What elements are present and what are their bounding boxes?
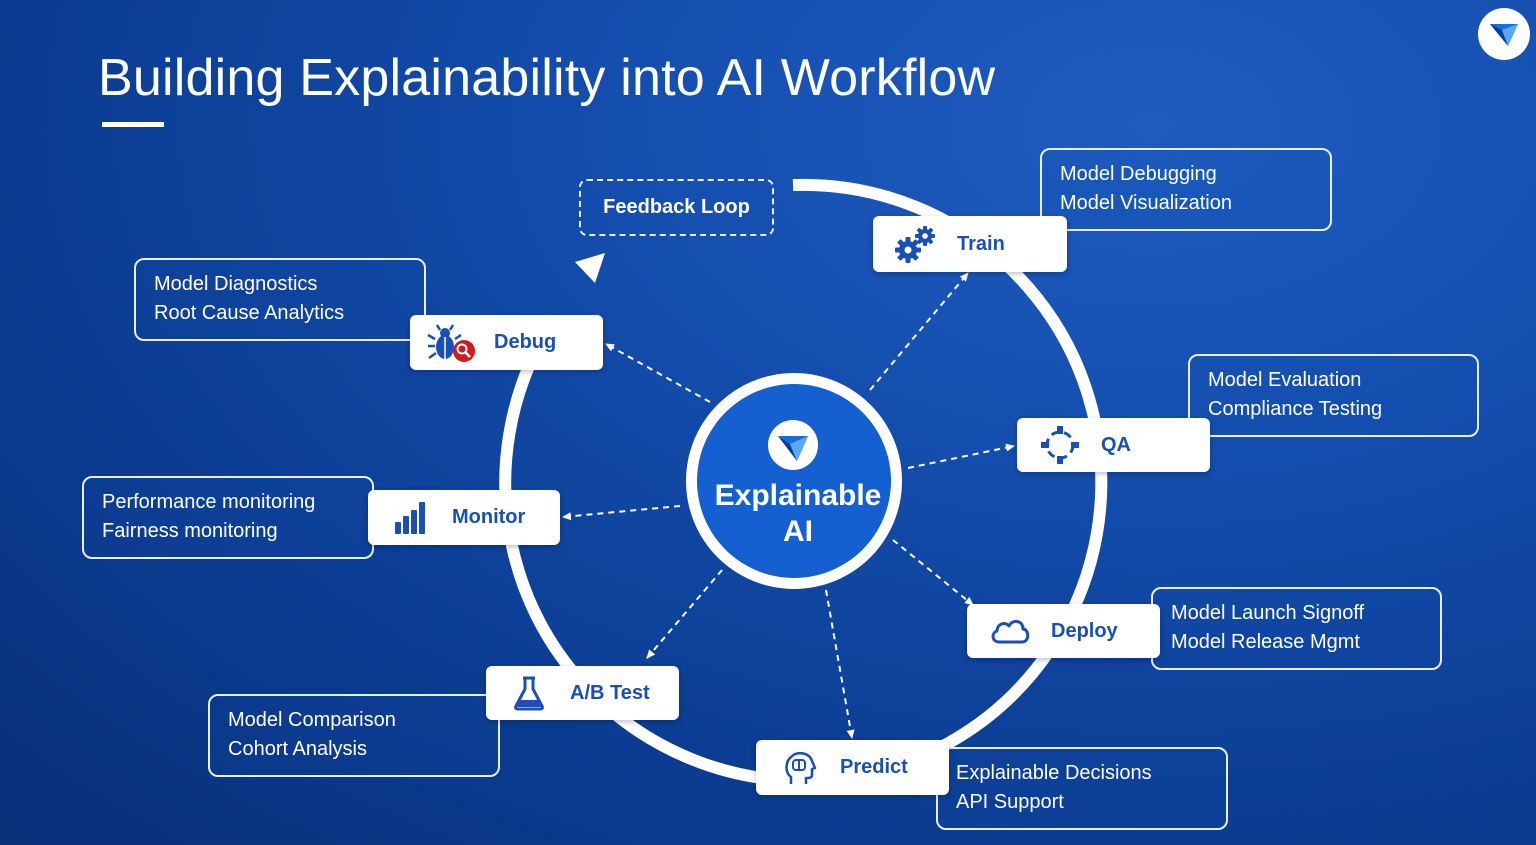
train-desc-line1: Model Debugging bbox=[1060, 163, 1217, 185]
qa-desc-line1: Model Evaluation bbox=[1208, 369, 1362, 391]
stage-qa[interactable]: QA bbox=[1017, 418, 1210, 472]
gears-icon bbox=[889, 224, 943, 264]
flask-icon bbox=[502, 673, 556, 713]
center-logo-icon bbox=[768, 420, 818, 470]
debug-desc-line2: Root Cause Analytics bbox=[154, 302, 345, 324]
logo-mark-icon bbox=[1490, 24, 1518, 46]
train-desc-line2: Model Visualization bbox=[1060, 192, 1232, 214]
stage-train[interactable]: Train bbox=[873, 216, 1067, 272]
cycle-arrowhead bbox=[575, 253, 605, 283]
debug-desc-line1: Model Diagnostics bbox=[154, 273, 318, 295]
spoke-qa bbox=[907, 443, 1015, 469]
bug-search-icon bbox=[426, 323, 480, 363]
stage-monitor[interactable]: Monitor bbox=[368, 490, 560, 545]
stage-monitor-label: Monitor bbox=[452, 506, 526, 528]
stage-qa-label: QA bbox=[1101, 433, 1131, 456]
stage-train-label: Train bbox=[957, 232, 1005, 255]
debug-description: Model Diagnostics Root Cause Analytics bbox=[134, 258, 426, 341]
predict-desc-line1: Explainable Decisions bbox=[956, 762, 1152, 784]
deploy-desc-line1: Model Launch Signoff bbox=[1171, 602, 1365, 624]
feedback-loop-box: Feedback Loop bbox=[579, 179, 774, 236]
cloud-icon bbox=[983, 611, 1037, 651]
abtest-desc-line1: Model Comparison bbox=[228, 709, 396, 731]
spoke-monitor bbox=[562, 505, 681, 521]
monitor-description: Performance monitoring Fairness monitori… bbox=[82, 476, 374, 559]
spoke-train bbox=[869, 272, 969, 391]
head-brain-icon bbox=[772, 748, 826, 788]
stage-predict-label: Predict bbox=[840, 756, 908, 778]
spoke-abtest bbox=[646, 569, 723, 659]
logo bbox=[1478, 8, 1530, 60]
qa-description: Model Evaluation Compliance Testing bbox=[1188, 354, 1479, 437]
predict-desc-line2: API Support bbox=[956, 791, 1064, 813]
center-label: Explainable AI bbox=[694, 478, 902, 550]
monitor-desc-line2: Fairness monitoring bbox=[102, 520, 278, 542]
abtest-desc-line2: Cohort Analysis bbox=[228, 738, 367, 760]
title-underline bbox=[102, 122, 164, 127]
stage-predict[interactable]: Predict bbox=[756, 740, 949, 795]
abtest-description: Model Comparison Cohort Analysis bbox=[208, 694, 500, 777]
stage-debug-label: Debug bbox=[494, 331, 557, 353]
page-title: Building Explainability into AI Workflow bbox=[98, 49, 996, 107]
stage-abtest[interactable]: A/B Test bbox=[486, 666, 679, 720]
spoke-predict bbox=[825, 589, 855, 739]
bar-chart-icon bbox=[384, 498, 438, 538]
center-label-line2: AI bbox=[783, 515, 813, 548]
deploy-desc-line2: Model Release Mgmt bbox=[1171, 631, 1360, 653]
predict-description: Explainable Decisions API Support bbox=[936, 747, 1228, 830]
center-label-line1: Explainable bbox=[714, 479, 882, 512]
monitor-desc-line1: Performance monitoring bbox=[102, 491, 316, 513]
stage-abtest-label: A/B Test bbox=[570, 681, 650, 704]
center-disc bbox=[697, 384, 891, 578]
deploy-description: Model Launch Signoff Model Release Mgmt bbox=[1151, 587, 1442, 670]
feedback-loop-label: Feedback Loop bbox=[603, 196, 750, 218]
qa-desc-line2: Compliance Testing bbox=[1208, 398, 1383, 420]
train-description: Model Debugging Model Visualization bbox=[1040, 148, 1332, 231]
target-icon bbox=[1033, 425, 1087, 465]
spoke-debug bbox=[605, 343, 711, 403]
spoke-deploy bbox=[892, 539, 974, 606]
stage-deploy-label: Deploy bbox=[1051, 619, 1118, 642]
stage-deploy[interactable]: Deploy bbox=[967, 604, 1160, 658]
stage-debug[interactable]: Debug bbox=[410, 315, 603, 370]
